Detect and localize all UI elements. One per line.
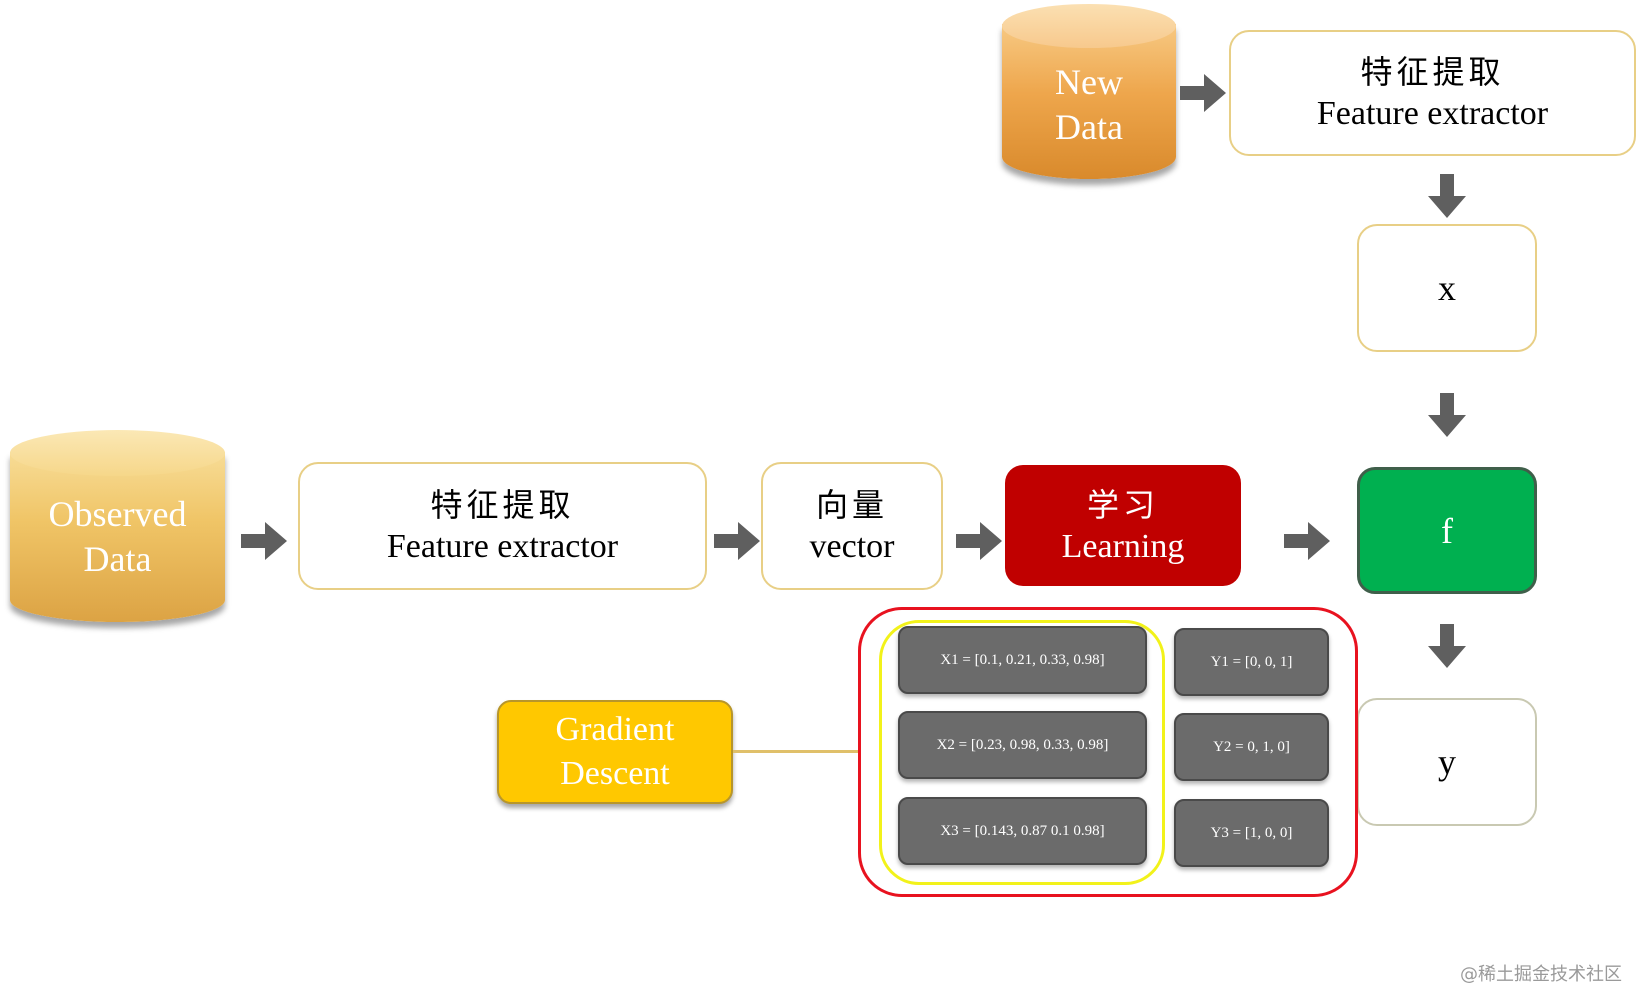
top-feature-extractor-en: Feature extractor bbox=[1316, 95, 1549, 132]
watermark: @稀土掘金技术社区 bbox=[1460, 964, 1622, 985]
new-data-cylinder-top bbox=[1002, 4, 1176, 48]
x-box: x bbox=[1357, 224, 1537, 352]
new-data-label-2: Data bbox=[1055, 107, 1123, 147]
vector-box: 向量 vector bbox=[761, 462, 943, 590]
new-data-label-1: New bbox=[1055, 62, 1123, 102]
training-y-1: Y1 = [0, 0, 1] bbox=[1174, 628, 1329, 696]
top-feature-extractor-zh: 特征提取 bbox=[1360, 54, 1505, 90]
arrow-right-icon bbox=[241, 522, 287, 560]
y-box: y bbox=[1357, 698, 1537, 826]
mid-feature-extractor-en: Feature extractor bbox=[386, 528, 619, 565]
gradient-descent-label-1: Gradient bbox=[555, 711, 675, 748]
observed-data-cylinder: Observed Data bbox=[10, 430, 225, 626]
observed-data-cylinder-top bbox=[10, 430, 225, 476]
training-y-3: Y3 = [1, 0, 0] bbox=[1174, 799, 1329, 867]
f-box: f bbox=[1357, 467, 1537, 594]
training-data-group bbox=[858, 607, 1358, 897]
x-samples-group bbox=[879, 620, 1165, 885]
learning-box: 学习 Learning bbox=[1005, 465, 1241, 586]
mid-feature-extractor-box: 特征提取 Feature extractor bbox=[298, 462, 707, 590]
vector-zh: 向量 bbox=[815, 487, 888, 523]
arrow-right-icon bbox=[714, 522, 760, 560]
new-data-cylinder-body bbox=[1002, 24, 1176, 179]
learning-zh: 学习 bbox=[1086, 486, 1159, 523]
x-label: x bbox=[1438, 268, 1456, 308]
arrow-right-icon bbox=[1284, 522, 1330, 560]
arrow-right-icon bbox=[1180, 74, 1226, 112]
gradient-descent-label-2: Descent bbox=[560, 755, 670, 792]
gradient-descent-box: Gradient Descent bbox=[497, 700, 733, 804]
arrow-down-icon bbox=[1428, 624, 1466, 668]
learning-en: Learning bbox=[1061, 527, 1185, 565]
training-x-2: X2 = [0.23, 0.98, 0.33, 0.98] bbox=[898, 711, 1147, 779]
vector-en: vector bbox=[809, 528, 895, 565]
y-label: y bbox=[1438, 742, 1456, 782]
training-x-1: X1 = [0.1, 0.21, 0.33, 0.98] bbox=[898, 626, 1147, 694]
arrow-down-icon bbox=[1428, 174, 1466, 218]
top-feature-extractor-box: 特征提取 Feature extractor bbox=[1229, 30, 1636, 156]
mid-feature-extractor-zh: 特征提取 bbox=[430, 487, 575, 523]
observed-data-label-2: Data bbox=[83, 539, 152, 579]
observed-data-label-1: Observed bbox=[48, 494, 187, 534]
training-x-3: X3 = [0.143, 0.87 0.1 0.98] bbox=[898, 797, 1147, 865]
observed-data-cylinder-body bbox=[10, 452, 225, 622]
training-y-2: Y2 = 0, 1, 0] bbox=[1174, 713, 1329, 781]
gradient-connector-line bbox=[733, 750, 859, 753]
arrow-right-icon bbox=[956, 522, 1002, 560]
f-label: f bbox=[1441, 510, 1453, 551]
arrow-down-icon bbox=[1428, 393, 1466, 437]
new-data-cylinder: New Data bbox=[1002, 4, 1176, 184]
